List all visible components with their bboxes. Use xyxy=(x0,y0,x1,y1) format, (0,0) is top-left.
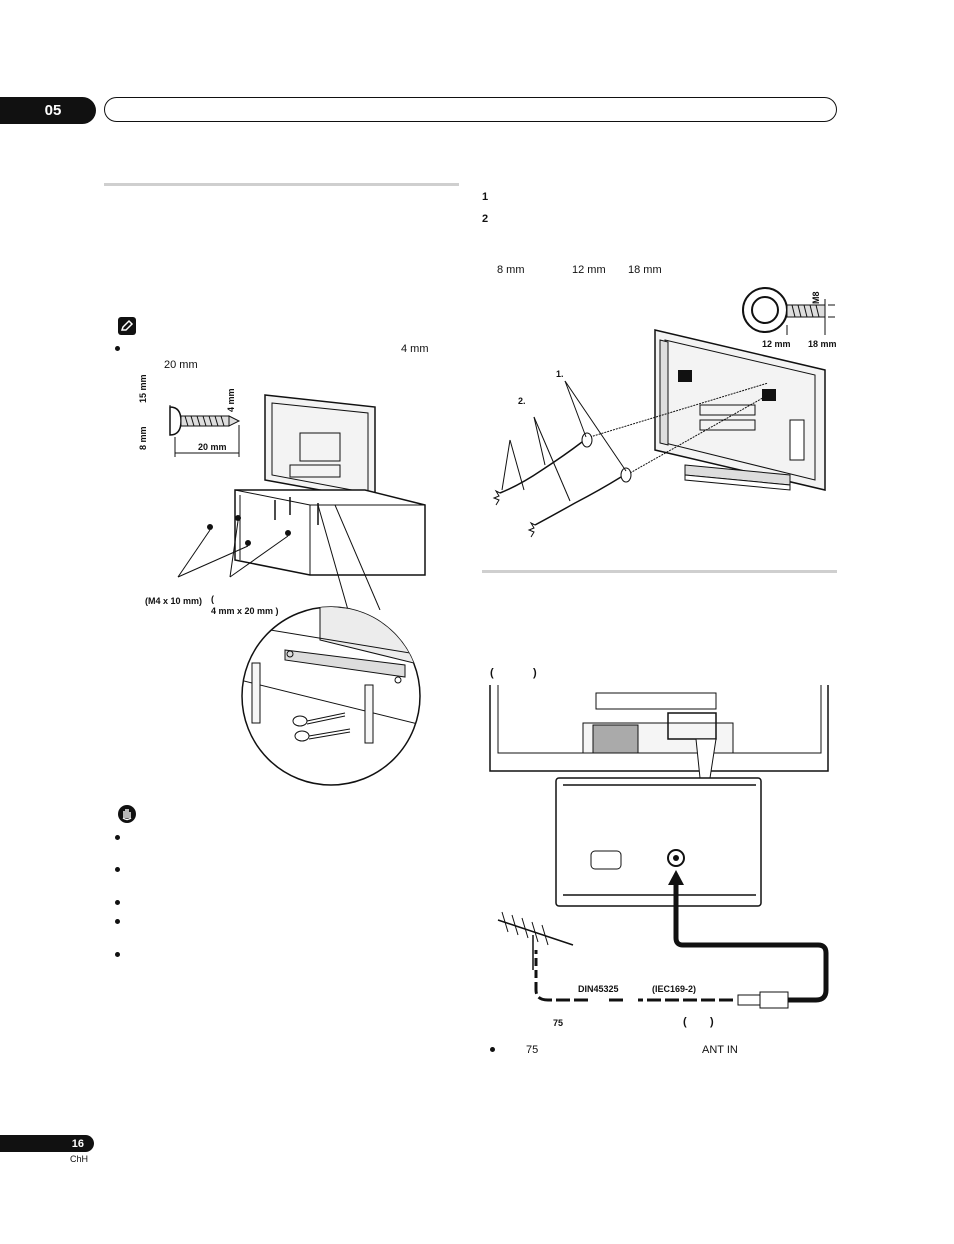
dimension-12mm: 12 mm xyxy=(572,264,606,276)
connector-din-label: DIN45325 xyxy=(578,984,619,994)
wire-label-2: 2. xyxy=(518,396,526,406)
dimension-8mm: 8 mm xyxy=(497,264,525,276)
dimension-20mm: 20 mm xyxy=(164,359,198,371)
caution-icon xyxy=(118,805,136,823)
eyebolt-18mm: 18 mm xyxy=(808,339,837,349)
section-rule-right xyxy=(482,570,837,573)
note-bullet xyxy=(115,346,120,351)
antenna-75-text: 75 xyxy=(526,1044,539,1056)
eyebolt-diagram xyxy=(740,285,835,335)
screw-label-paren: ( xyxy=(211,594,214,604)
chapter-title-bar xyxy=(104,97,837,122)
bracket-detail-circle xyxy=(240,605,422,787)
tv-rear-antenna-illustration xyxy=(488,683,833,908)
rear-paren-open: ( xyxy=(490,667,494,679)
eyebolt-12mm: 12 mm xyxy=(762,339,791,349)
caution-bullet-2 xyxy=(115,867,120,872)
screw-label-m4: (M4 x 10 mm) xyxy=(145,596,203,606)
language-code: ChH xyxy=(70,1154,89,1164)
caution-bullet-3 xyxy=(115,900,120,905)
wire-label-1: 1. xyxy=(556,369,564,379)
screw-head-8mm: 8 mm xyxy=(138,426,148,450)
antenna-bullet xyxy=(490,1047,495,1052)
caution-bullet-1 xyxy=(115,835,120,840)
dimension-4mm: 4 mm xyxy=(401,343,429,355)
eyebolt-m8: M8 xyxy=(811,291,821,304)
step-number-2: 2 xyxy=(482,213,489,225)
chapter-tab: 05 xyxy=(0,97,96,124)
ant-in-text: ANT IN xyxy=(702,1044,738,1056)
note-icon xyxy=(118,317,136,335)
page-number: 16 xyxy=(71,1137,84,1150)
step-number-1: 1 xyxy=(482,191,489,203)
coax-paren-close: ) xyxy=(710,1016,714,1028)
screw-spec-diagram xyxy=(135,385,245,460)
page-number-tab: 16 xyxy=(0,1135,94,1152)
screw-length-20mm: 20 mm xyxy=(198,442,227,452)
connector-iec-label: (IEC169-2) xyxy=(652,984,697,994)
dimension-18mm: 18 mm xyxy=(628,264,662,276)
caution-bullet-5 xyxy=(115,952,120,957)
antenna-cable-illustration xyxy=(488,850,833,1025)
coax-paren-open: ( xyxy=(683,1016,687,1028)
caution-bullet-4 xyxy=(115,919,120,924)
section-rule-left xyxy=(104,183,459,186)
chapter-number: 05 xyxy=(44,102,62,119)
screw-head-15mm: 15 mm xyxy=(138,374,148,403)
rear-paren-close: ) xyxy=(533,667,537,679)
tv-on-stand-illustration xyxy=(170,385,435,611)
tv-wire-fastening-illustration xyxy=(490,325,835,540)
wood-screw-label: 4 mm x 20 mm ) xyxy=(211,606,279,616)
coax-75-label: 75 xyxy=(553,1018,564,1028)
